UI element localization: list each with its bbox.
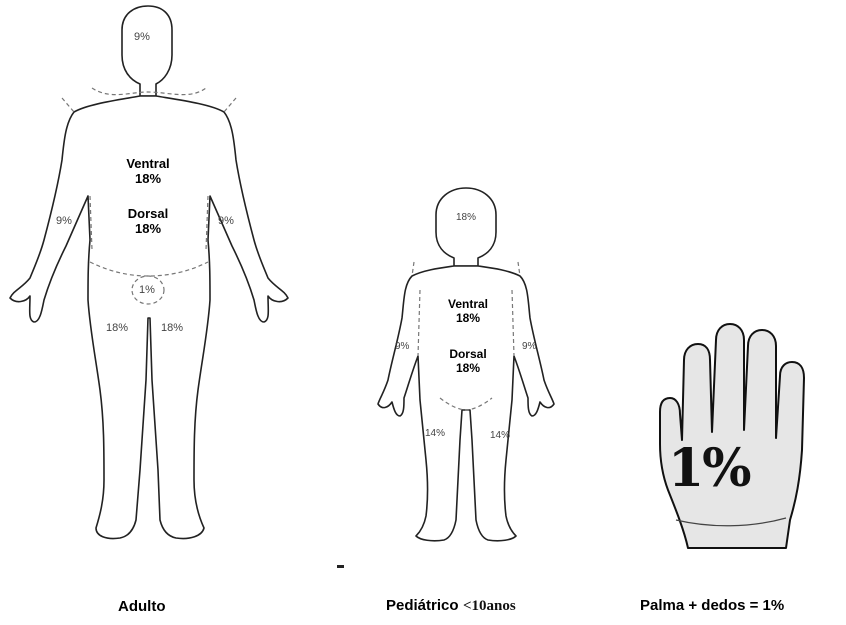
pediatric-caption-age: <10anos — [463, 598, 516, 614]
adult-trunk-dorsal-label: Dorsal 18% — [108, 206, 188, 236]
adult-genital-percent: 1% — [139, 284, 155, 296]
pediatric-leg-right-percent: 14% — [490, 430, 510, 441]
pediatric-head-percent: 18% — [456, 212, 476, 223]
pediatric-trunk-ventral-label: Ventral 18% — [436, 297, 500, 325]
palm-percent: 1% — [668, 438, 750, 499]
pediatric-arm-right-percent: 9% — [522, 341, 536, 352]
pediatric-dorsal-word: Dorsal — [436, 347, 500, 361]
pediatric-caption: Pediátrico <10anos — [386, 597, 516, 615]
adult-ventral-percent: 18% — [108, 171, 188, 186]
adult-arm-left-percent: 9% — [56, 215, 72, 227]
adult-head-percent: 9% — [134, 31, 150, 43]
adult-ventral-word: Ventral — [108, 156, 188, 171]
palm-figure — [660, 324, 804, 548]
adult-figure — [10, 6, 288, 539]
adult-trunk-ventral-label: Ventral 18% — [108, 156, 188, 186]
adult-arm-right-percent: 9% — [218, 215, 234, 227]
pediatric-ventral-percent: 18% — [436, 311, 500, 325]
pediatric-ventral-word: Ventral — [436, 297, 500, 311]
pediatric-caption-main: Pediátrico — [386, 597, 459, 614]
adult-caption: Adulto — [118, 598, 165, 615]
adult-leg-right-percent: 18% — [161, 322, 183, 334]
stray-mark — [337, 565, 344, 568]
adult-dorsal-word: Dorsal — [108, 206, 188, 221]
pediatric-dorsal-percent: 18% — [436, 361, 500, 375]
adult-leg-left-percent: 18% — [106, 322, 128, 334]
pediatric-arm-left-percent: 9% — [395, 341, 409, 352]
pediatric-head — [436, 188, 496, 266]
pediatric-trunk-dorsal-label: Dorsal 18% — [436, 347, 500, 375]
palm-caption: Palma + dedos = 1% — [640, 597, 784, 614]
pediatric-leg-left-percent: 14% — [425, 428, 445, 439]
palm-outline — [660, 324, 804, 548]
adult-dorsal-percent: 18% — [108, 221, 188, 236]
adult-head — [122, 6, 172, 96]
